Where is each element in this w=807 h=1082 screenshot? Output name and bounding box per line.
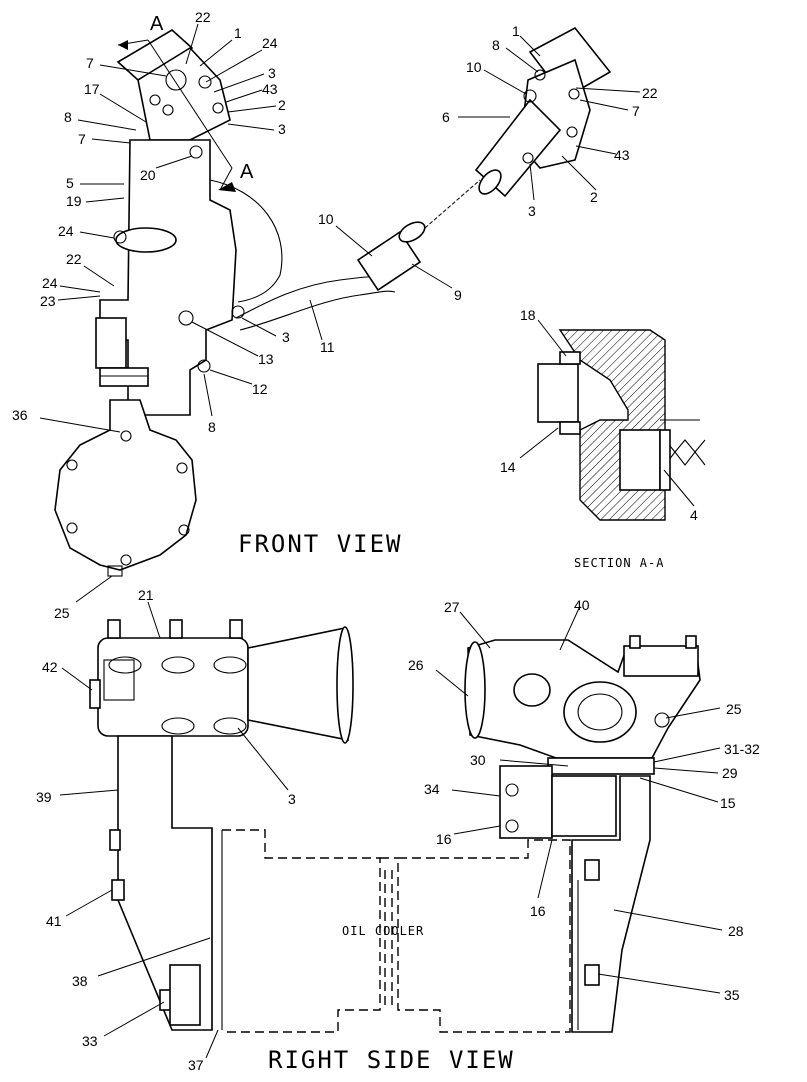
section-marker-top: A — [150, 13, 164, 35]
callout: 24 — [58, 223, 74, 239]
side-right-assembly — [464, 635, 701, 1033]
callout: 22 — [195, 9, 211, 25]
callout: 10 — [466, 59, 482, 75]
callout: 20 — [140, 167, 156, 183]
side-view-title: RIGHT SIDE VIEW — [268, 1046, 515, 1074]
callout: 41 — [46, 913, 62, 929]
callout: 29 — [722, 765, 738, 781]
callout: 34 — [424, 781, 440, 797]
callout: 8 — [64, 109, 72, 125]
callout: 25 — [726, 701, 742, 717]
callout: 38 — [72, 973, 88, 989]
callout: 7 — [78, 131, 86, 147]
pump-cover — [54, 399, 197, 571]
callout: 39 — [36, 789, 52, 805]
callout: 24 — [42, 275, 58, 291]
callout: 21 — [138, 587, 154, 603]
callout: 28 — [728, 923, 744, 939]
callout: 7 — [86, 55, 94, 71]
callout: 18 — [520, 307, 536, 323]
callout: 8 — [492, 37, 500, 53]
callout: 36 — [12, 407, 28, 423]
callout: 2 — [278, 97, 286, 113]
side-left-assembly — [89, 619, 354, 1031]
section-marker-bottom: A — [240, 161, 254, 183]
callout: 8 — [208, 419, 216, 435]
callout: 31-32 — [724, 741, 760, 757]
callout: 14 — [500, 459, 516, 475]
callouts-front: 22 1 24 7 3 17 43 2 8 3 7 20 5 19 24 22 … — [12, 9, 462, 621]
callout: 22 — [66, 251, 82, 267]
callouts-exploded: 1 8 10 22 6 7 43 2 3 — [442, 23, 658, 219]
callout: 10 — [318, 211, 334, 227]
callout: 27 — [444, 599, 460, 615]
callout: 1 — [512, 23, 520, 39]
callout: 16 — [436, 831, 452, 847]
callout: 43 — [262, 81, 278, 97]
callout: 15 — [720, 795, 736, 811]
callout: 9 — [454, 287, 462, 303]
oil-cooler: OIL COOLER — [222, 829, 571, 1033]
callout: 11 — [320, 339, 335, 355]
callout: 3 — [278, 121, 286, 137]
callout: 12 — [252, 381, 268, 397]
section-title: SECTION A-A — [574, 556, 664, 570]
outlet-elbow — [116, 29, 231, 141]
callout: 22 — [642, 85, 658, 101]
callout: 35 — [724, 987, 740, 1003]
callout: 19 — [66, 193, 82, 209]
section-a-a — [537, 329, 706, 521]
callout: 16 — [530, 903, 546, 919]
callout: 7 — [632, 103, 640, 119]
callout: 3 — [282, 329, 290, 345]
callouts-side: 21 42 3 39 41 38 33 37 27 40 26 25 30 31… — [36, 587, 760, 1073]
callout: 3 — [288, 791, 296, 807]
callout: 33 — [82, 1033, 98, 1049]
callout: 6 — [442, 109, 450, 125]
callout: 3 — [268, 65, 276, 81]
callout: 40 — [574, 597, 590, 613]
callout: 2 — [590, 189, 598, 205]
front-view-title: FRONT VIEW — [238, 530, 403, 558]
callout: 43 — [614, 147, 630, 163]
callout: 4 — [690, 507, 698, 523]
front-view: A A — [54, 13, 481, 577]
callout: 25 — [54, 605, 70, 621]
callouts-section: 18 14 4 — [500, 307, 698, 523]
callout: 24 — [262, 35, 278, 51]
callout: 37 — [188, 1057, 204, 1073]
callout: 3 — [528, 203, 536, 219]
callout: 5 — [66, 175, 74, 191]
callout: 1 — [234, 25, 242, 41]
callout: 17 — [84, 81, 100, 97]
callout: 23 — [40, 293, 56, 309]
exploded-thermostat — [474, 26, 612, 198]
callout: 30 — [470, 752, 486, 768]
callout: 42 — [42, 659, 58, 675]
callout: 26 — [408, 657, 424, 673]
oil-cooler-label: OIL COOLER — [342, 924, 424, 938]
bypass-tube — [209, 179, 283, 303]
hose — [356, 179, 481, 292]
callout: 13 — [258, 351, 274, 367]
leader-lines — [39, 23, 723, 1059]
